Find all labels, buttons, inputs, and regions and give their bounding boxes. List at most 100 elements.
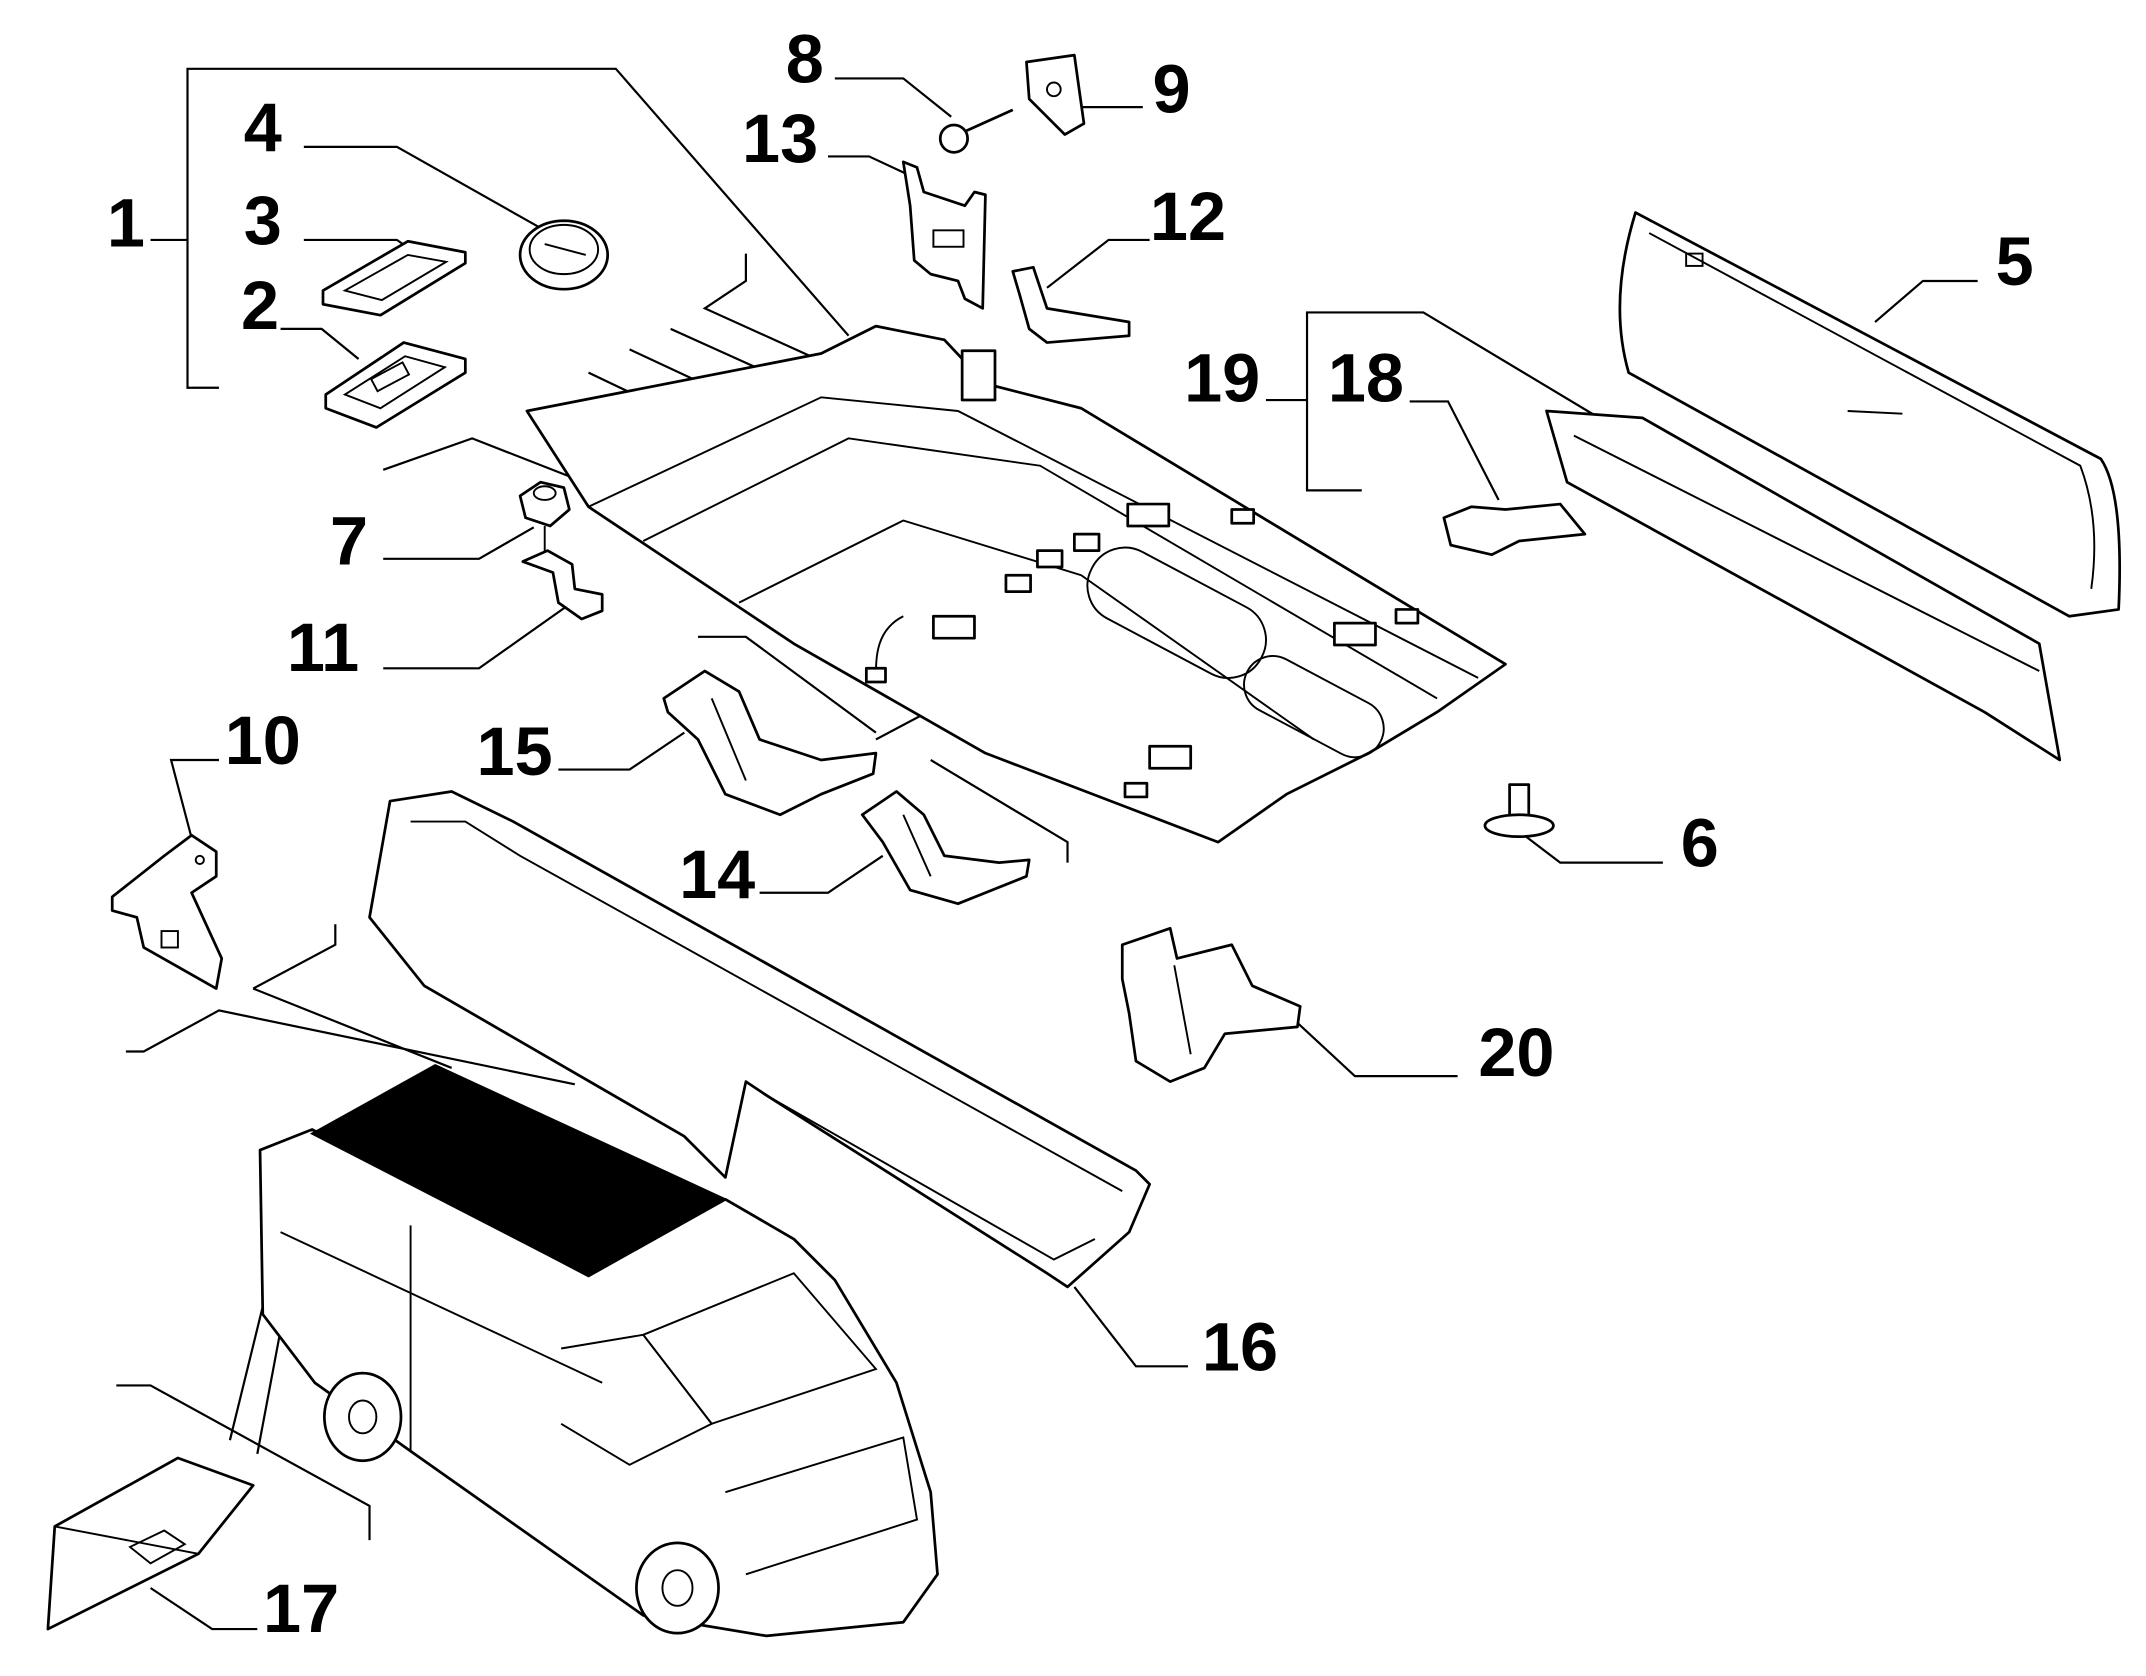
part-14-bracket xyxy=(860,790,1031,906)
part-6-pin xyxy=(1483,783,1555,838)
floor-pad-7 xyxy=(1004,573,1032,594)
leader-5 xyxy=(1874,279,1978,323)
part-10-slot xyxy=(160,930,179,949)
part-6-head xyxy=(1483,813,1555,838)
part-17-outline xyxy=(46,1456,255,1631)
callout-9: 9 xyxy=(1153,51,1191,128)
part-3-outline xyxy=(321,239,467,317)
floor-pad-1 xyxy=(1126,502,1171,528)
callout-16: 16 xyxy=(1202,1308,1278,1385)
part-18-outline xyxy=(1442,502,1587,557)
leader-17 xyxy=(149,1587,258,1631)
part-9-hole xyxy=(1046,81,1062,98)
floor-pad-5 xyxy=(1036,549,1064,569)
guide-line-k xyxy=(252,987,453,1069)
callout-17: 17 xyxy=(263,1570,339,1647)
part-17-housing xyxy=(46,1456,255,1631)
part-16-trim xyxy=(368,790,1152,1289)
callout-13: 13 xyxy=(742,100,818,177)
van-rear-hub xyxy=(348,1399,378,1435)
van-front-wheel xyxy=(635,1541,720,1635)
part-8-screw xyxy=(938,108,1014,154)
floor-rib-2 xyxy=(642,437,1438,700)
guide-line-i xyxy=(125,1009,576,1086)
part-7-hole xyxy=(532,485,557,501)
part-20-outline xyxy=(1120,926,1302,1083)
leader-7 xyxy=(383,526,535,560)
callout-20: 20 xyxy=(1478,1014,1554,1091)
part-10-hole xyxy=(194,854,205,865)
part-2-slot xyxy=(369,361,411,393)
floor-panel-box xyxy=(960,349,997,402)
guide-line-g xyxy=(930,759,1069,863)
floor-pad-9 xyxy=(1394,608,1420,625)
part-18-bracket xyxy=(1442,502,1587,557)
part-4-cap xyxy=(518,219,610,291)
leader-13 xyxy=(828,155,911,177)
part-14-fold xyxy=(902,814,932,877)
part-5-edge xyxy=(1847,410,1903,415)
van-roof-panel xyxy=(309,1064,728,1278)
part-2-inner xyxy=(342,355,448,410)
van-front-hub xyxy=(661,1569,694,1607)
floor-pad-2 xyxy=(932,614,976,640)
guide-line-f xyxy=(697,635,877,734)
leader-6 xyxy=(1525,835,1663,864)
part-15-bracket xyxy=(662,669,878,817)
leader-10 xyxy=(169,758,219,839)
callout-1: 1 xyxy=(107,185,145,262)
part-19-edge xyxy=(1573,434,2040,672)
part-9-outline xyxy=(1025,53,1086,136)
van-side-line xyxy=(280,1231,603,1384)
leader-14 xyxy=(759,854,884,894)
part-5-inner xyxy=(1648,232,2096,590)
part-4-grip xyxy=(544,243,587,256)
part-7-retainer xyxy=(518,480,571,559)
floor-pad-3 xyxy=(1333,621,1377,647)
part-11-outline xyxy=(521,549,604,621)
leader-15 xyxy=(558,731,685,771)
part-16-lip xyxy=(765,1094,1096,1261)
part-4-inner xyxy=(528,223,600,276)
part-10-bracket xyxy=(110,833,224,990)
part-15-fold xyxy=(710,698,747,781)
part-13-outline xyxy=(901,160,987,310)
floor-pad-4 xyxy=(1148,744,1193,770)
floor-rib-1 xyxy=(588,396,1479,679)
callout-labels: 1 2 3 4 5 6 7 8 9 10 11 12 13 14 15 16 1… xyxy=(107,21,2034,1647)
guide-line-l xyxy=(116,1384,371,1541)
part-5-panel xyxy=(1618,211,2122,618)
callout-3: 3 xyxy=(244,182,282,259)
callout-2: 2 xyxy=(241,267,279,344)
part-17-recess xyxy=(128,1529,187,1565)
part-12-outline xyxy=(1011,265,1131,344)
callout-14: 14 xyxy=(679,836,755,913)
floor-panel xyxy=(525,324,1507,844)
part-14-outline xyxy=(860,790,1031,906)
callout-8: 8 xyxy=(786,21,824,98)
leader-8 xyxy=(834,77,952,118)
van-grille xyxy=(725,1436,919,1576)
callout-7: 7 xyxy=(330,502,368,579)
part-13-bracket xyxy=(901,160,987,310)
part-20-fold xyxy=(1173,965,1192,1055)
part-8-head xyxy=(938,123,969,154)
leader-20 xyxy=(1278,1005,1458,1078)
part-19-outline xyxy=(1545,409,2062,762)
callout-19: 19 xyxy=(1184,339,1260,416)
part-8-shank xyxy=(957,108,1014,136)
leader-12 xyxy=(1046,238,1150,289)
floor-connector xyxy=(864,666,887,684)
callout-15: 15 xyxy=(477,713,553,790)
part-16-ridge xyxy=(410,820,1123,1192)
floor-rib-3 xyxy=(738,519,1315,741)
callout-12: 12 xyxy=(1150,178,1226,255)
van-rear-wheel xyxy=(322,1371,403,1463)
part-2-frame xyxy=(324,341,467,429)
callout-18: 18 xyxy=(1328,339,1404,416)
leader-18 xyxy=(1409,400,1500,501)
bracket-19 xyxy=(1305,311,1630,492)
part-20-bracket xyxy=(1120,926,1302,1083)
part-3-gasket xyxy=(321,239,467,317)
